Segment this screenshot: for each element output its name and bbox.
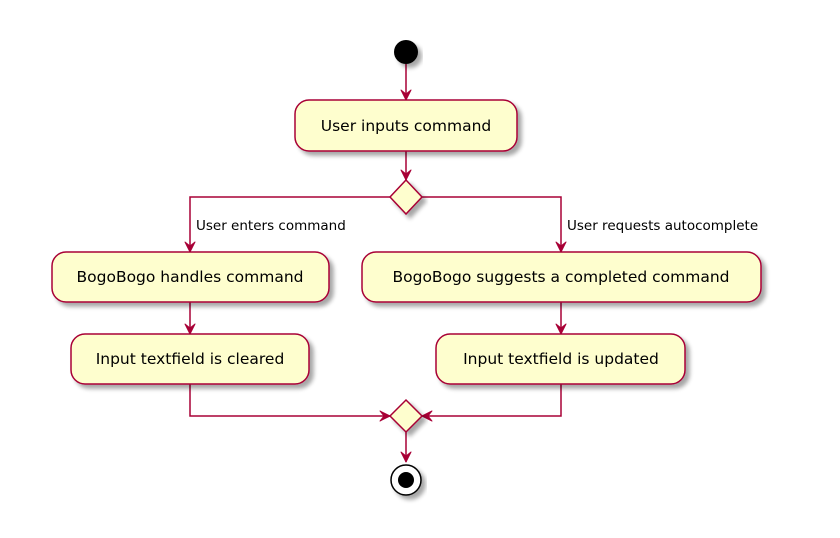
end-node — [390, 464, 422, 496]
action-box — [51, 251, 330, 303]
arrowhead-icon — [184, 241, 196, 253]
action-label: BogoBogo suggests a completed command — [392, 268, 729, 286]
action-box — [70, 333, 310, 385]
arrowheads — [184, 89, 567, 463]
edge-decision-left — [189, 196, 390, 252]
edge-updated-to-merge — [422, 384, 562, 417]
action-box — [361, 251, 762, 303]
edge-cleared-to-merge — [189, 384, 390, 417]
arrowhead-icon — [400, 169, 412, 181]
action-box — [435, 333, 686, 385]
arrowhead-icon — [379, 410, 391, 422]
start-node — [394, 40, 418, 64]
guard-left: User enters command — [196, 218, 346, 234]
action-handles-command: BogoBogo handles command — [51, 251, 330, 303]
action-textfield-updated: Input textfield is updated — [435, 333, 686, 385]
action-textfield-cleared: Input textfield is cleared — [70, 333, 310, 385]
edge-decision-right — [422, 196, 562, 252]
arrowhead-icon — [400, 451, 412, 463]
connectors — [189, 64, 562, 462]
action-box — [294, 99, 518, 152]
arrowhead-icon — [555, 241, 567, 253]
guard-right: User requests autocomplete — [567, 218, 758, 234]
decision-diamond — [388, 178, 424, 216]
action-user-inputs-command: User inputs command — [294, 99, 518, 152]
arrowhead-icon — [421, 410, 433, 422]
end-node-inner — [398, 472, 414, 488]
action-label: Input textfield is updated — [463, 350, 659, 368]
arrowhead-icon — [184, 323, 196, 335]
arrowhead-icon — [400, 89, 412, 101]
merge-diamond — [388, 398, 424, 434]
arrowhead-icon — [555, 323, 567, 335]
action-label: User inputs command — [321, 117, 492, 135]
action-suggests-command: BogoBogo suggests a completed command — [361, 251, 762, 303]
action-label: Input textfield is cleared — [96, 350, 285, 368]
action-label: BogoBogo handles command — [77, 268, 304, 286]
